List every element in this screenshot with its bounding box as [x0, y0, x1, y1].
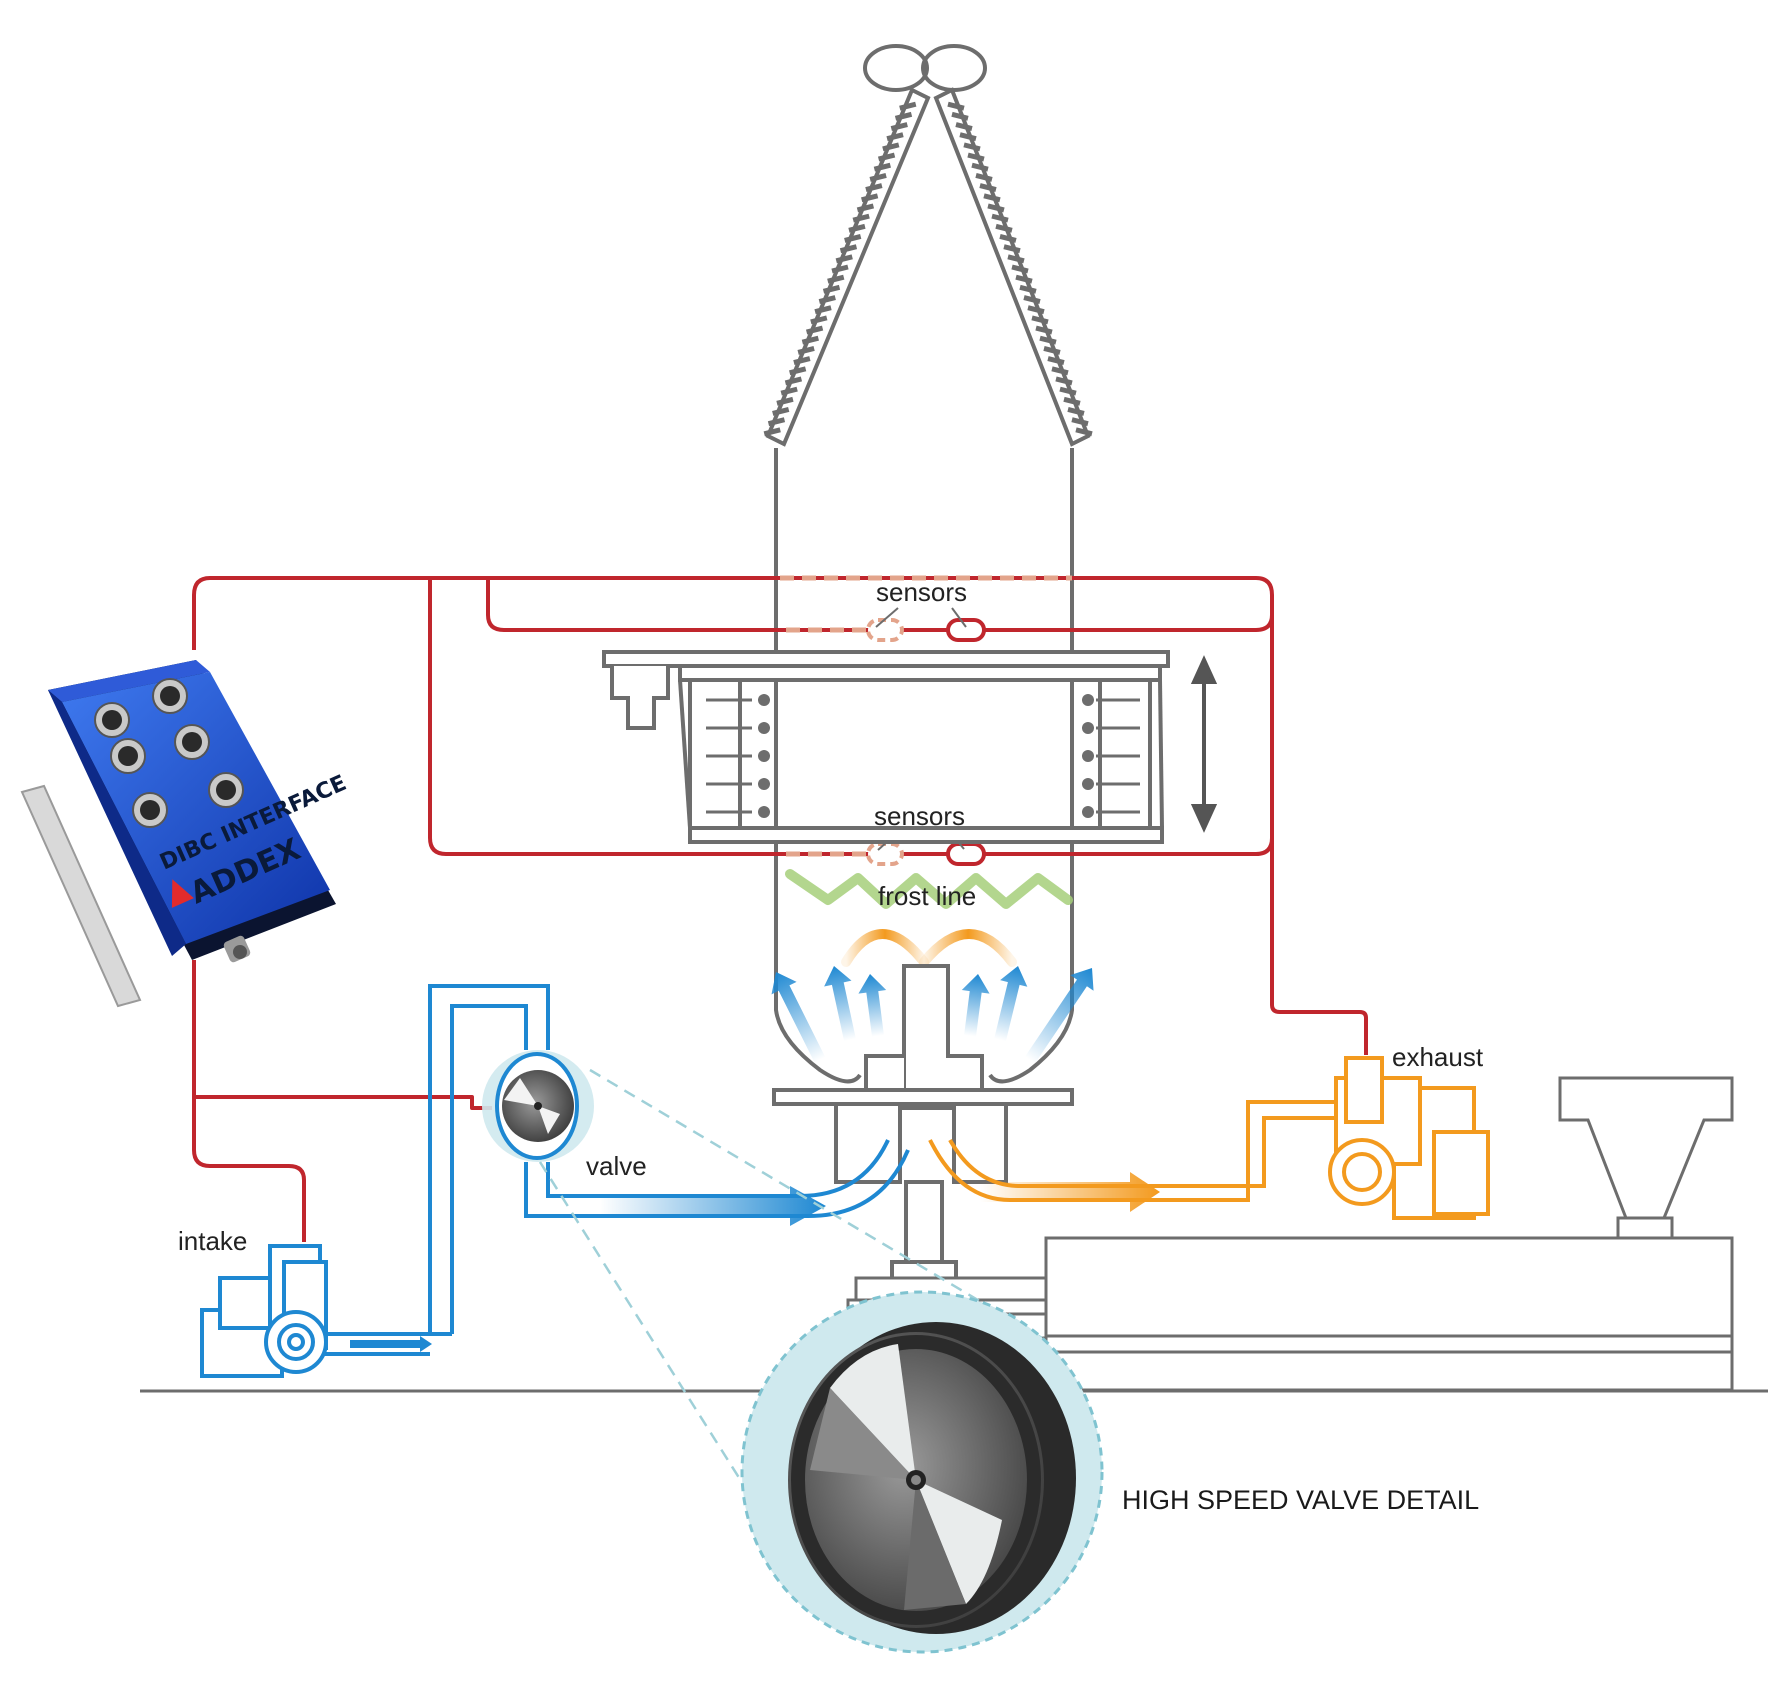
exhaust-flow-arrow: [980, 1172, 1160, 1212]
sensors-lower-label: sensors: [874, 801, 965, 831]
cage-rollers: [706, 694, 1140, 818]
intake-flow-arrow: [350, 1336, 432, 1352]
cooling-air-duct: [324, 984, 910, 1356]
collapsing-frame: [763, 87, 1093, 447]
height-adjust-arrow: [1190, 655, 1218, 833]
intake-blower: [200, 1244, 328, 1378]
extruder: [808, 1076, 1734, 1392]
film-bubble: [774, 448, 1074, 1084]
sensor-rear-upper: [866, 618, 904, 642]
calibration-cage: [602, 650, 1170, 844]
sensors-upper-label: sensors: [876, 577, 967, 607]
sensor-dashed-lines: [780, 575, 1072, 857]
sensor-front-lower: [946, 842, 986, 866]
dibc-interface-device: DIBC INTERFACE ADDEX: [20, 660, 350, 1008]
internal-air-circulation: [841, 929, 1017, 967]
high-speed-valve-detail: [740, 1290, 1104, 1654]
dibc-valve: [482, 1050, 594, 1162]
air-flow-arrow-to-die: [600, 1186, 826, 1226]
detail-zoom-lines: [538, 1068, 1043, 1493]
valve-label: valve: [586, 1151, 647, 1181]
sensor-rear-lower: [866, 842, 904, 866]
control-wiring: [192, 576, 1368, 1242]
cooling-air-arrows: [771, 965, 1094, 1064]
frost-line-label: frost line: [878, 881, 976, 911]
frost-line: [785, 869, 1073, 909]
exhaust-blower: [1328, 1056, 1490, 1220]
valve-detail-label: HIGH SPEED VALVE DETAIL: [1122, 1485, 1479, 1515]
die-assembly: [772, 964, 1074, 1284]
intake-label: intake: [178, 1226, 247, 1256]
exhaust-label: exhaust: [1392, 1042, 1484, 1072]
sensor-front-upper: [946, 618, 986, 642]
nip-rolls: [863, 44, 987, 92]
